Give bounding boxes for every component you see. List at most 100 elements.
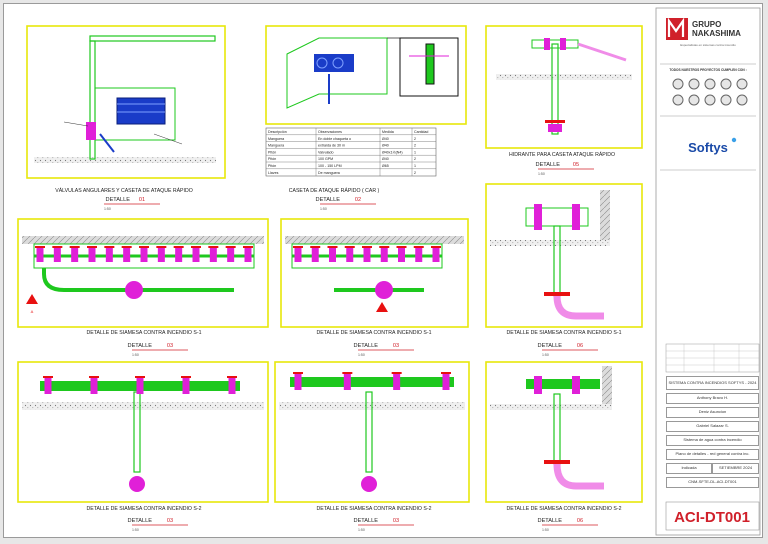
valve-symbol [136, 378, 144, 394]
detail-05-scale: 1:50 [538, 172, 545, 176]
detail-03b-scale: 1:50 [358, 353, 365, 357]
flange-symbol [121, 246, 132, 248]
table-cell: 2 [414, 144, 416, 148]
detail-06b-frame [485, 361, 643, 503]
detail-02-label: DETALLE [316, 197, 341, 203]
valve-symbol [228, 378, 236, 394]
valve-symbol [175, 248, 183, 262]
table-cell: Pitón [268, 150, 276, 154]
detail-03a-scale: 1:50 [132, 353, 139, 357]
flange-symbol [293, 372, 303, 374]
valve-symbol [329, 248, 336, 262]
flange-symbol [208, 246, 219, 248]
tb-field-approved-by: Gabriel Salazar S. [666, 421, 759, 432]
company-description: Especialistas en sistemas contra incendi… [680, 43, 736, 47]
flange-symbol [43, 376, 53, 378]
flange-symbol [191, 246, 201, 248]
valve-symbol [311, 248, 319, 262]
detail-02-scale: 1:50 [320, 207, 327, 211]
detail-02-number: 02 [355, 197, 361, 203]
table-cell: 1 [414, 150, 416, 154]
valve-symbol [182, 378, 190, 394]
detail-03d-label: DETALLE [354, 518, 379, 524]
valve-symbol [192, 248, 200, 262]
flange-symbol [89, 376, 99, 378]
tb-field-system: Sistema de agua contra incendio [666, 435, 759, 446]
company-name-line2: NAKASHIMA [692, 29, 741, 38]
table-cell: Manguera [268, 144, 284, 148]
detail-03a-title: DETALLE DE SIAMESA CONTRA INCENDIO S-1 [87, 330, 202, 336]
flange-symbol [293, 246, 303, 248]
valve-symbol [123, 248, 131, 262]
tb-field-plan: Plano de detalles - red general contra i… [666, 449, 759, 460]
detail-02-title: CASETA DE ATAQUE RÁPIDO ( CAR ) [289, 187, 380, 194]
valve-symbol [363, 248, 371, 262]
detail-06b-scale: 1:50 [542, 528, 549, 532]
valve-symbol [398, 248, 405, 262]
detail-06a-label: DETALLE [538, 343, 563, 349]
valve-symbol [442, 374, 450, 390]
valve-symbol [346, 248, 354, 262]
detail-01-frame [26, 25, 226, 179]
tb-field-date: SETIEMBRE 2024 [712, 463, 759, 474]
certification-badges [672, 78, 748, 106]
flange-symbol [156, 246, 167, 248]
tb-field-scale: Indicada [666, 463, 712, 474]
detail-06a-frame [485, 183, 643, 328]
table-header-cell: Medida [382, 130, 394, 134]
detail-03b-number: 03 [393, 343, 399, 349]
detail-01-title: VÁLVULAS ANGULARES Y CASETA DE ATAQUE RÁ… [55, 187, 193, 194]
flange-symbol [327, 246, 338, 248]
valve-symbol [415, 248, 423, 262]
svg-text:A: A [31, 309, 34, 314]
table-cell: Ø40x1½(N4) [382, 150, 403, 154]
table-cell: 2 [414, 157, 416, 161]
detail-06b-title: DETALLE DE SIAMESA CONTRA INCENDIO S-2 [507, 506, 622, 512]
detail-03c-scale: 1:50 [132, 528, 139, 532]
flange-symbol [391, 372, 402, 374]
flange-symbol [342, 372, 353, 374]
detail-03d-scale: 1:50 [358, 528, 365, 532]
valve-symbol [244, 248, 252, 262]
sheet-code-box [665, 501, 760, 531]
flange-symbol [181, 376, 191, 378]
table-cell: 2 [414, 171, 416, 175]
company-logo [666, 17, 688, 40]
sheet-code: ACI-DT001 [674, 509, 750, 526]
detail-03c-title: DETALLE DE SIAMESA CONTRA INCENDIO S-2 [87, 506, 202, 512]
table-cell: Ø65 [382, 164, 389, 168]
detail-01-scale: 1:50 [104, 207, 111, 211]
softys-logo-dot-icon [731, 137, 737, 143]
detail-03d-title: DETALLE DE SIAMESA CONTRA INCENDIO S-2 [317, 506, 432, 512]
detail-05-frame [485, 25, 643, 149]
flange-symbol [243, 246, 253, 248]
flange-symbol [344, 246, 355, 248]
detail-03a-label: DETALLE [128, 343, 153, 349]
table-cell: Pitón [268, 157, 276, 161]
table-cell: En doble chaqueta o [318, 137, 351, 141]
flange-symbol [135, 376, 145, 378]
detail-03d-number: 03 [393, 518, 399, 524]
flange-symbol [104, 246, 115, 248]
detail-05-number: 05 [573, 162, 579, 168]
valve-symbol [53, 248, 61, 262]
valve-symbol [157, 248, 165, 262]
flange-symbol [310, 246, 321, 248]
detail-06a-number: 06 [577, 343, 583, 349]
tb-field-drawing-code: CNM-SFTE-DL-ACI-DT001 [666, 477, 759, 488]
valve-symbol [227, 248, 235, 262]
flange-symbol [69, 246, 80, 248]
table-cell: 100 - 150 LPM [318, 164, 342, 168]
valve-symbol [71, 248, 79, 262]
detail-06a-title: DETALLE DE SIAMESA CONTRA INCENDIO S-1 [507, 330, 622, 336]
flange-symbol [87, 246, 97, 248]
detail-03b-frame [280, 218, 469, 328]
tb-field-reviewed-by: Deniz Asuncion [666, 407, 759, 418]
flange-symbol [396, 246, 407, 248]
detail-02-frame [265, 25, 467, 125]
table-cell: 2 [414, 137, 416, 141]
valve-symbol [140, 248, 148, 262]
table-cell: Llaves [268, 171, 279, 175]
table-header-cell: Observaciones [318, 130, 342, 134]
valve-symbol [294, 374, 302, 390]
